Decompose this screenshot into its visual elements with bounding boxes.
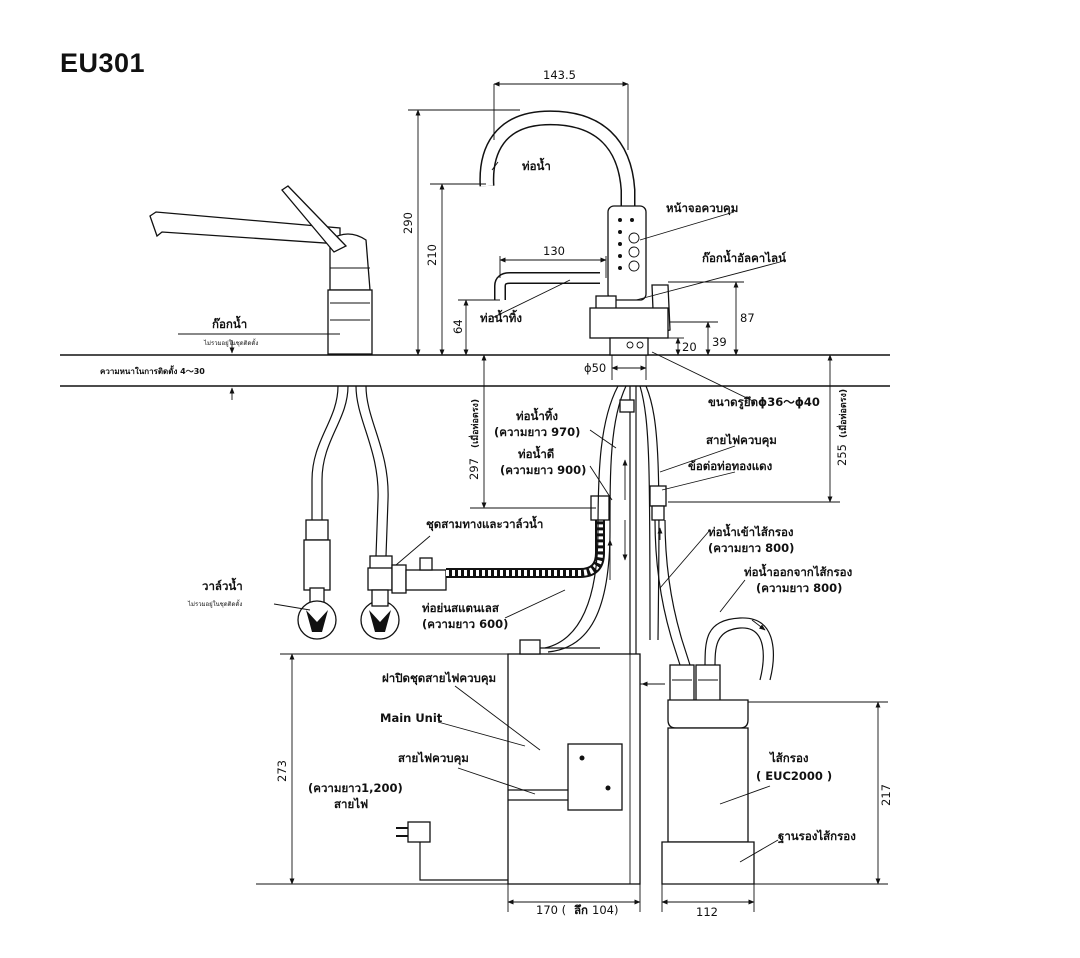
label-counter-thickness: ความหนาในการติดตั้ง 4～30	[100, 365, 205, 376]
label-tee-valve: ชุดสามทางและวาล์วน้ำ	[426, 515, 543, 532]
power-plug	[396, 821, 508, 881]
label-waste-hose-length: (ความยาว 970)	[494, 425, 580, 439]
label-control-panel: หน้าจอควบคุม	[666, 201, 738, 216]
label-flex-hose: ท่อย่นสแตนเลส	[422, 601, 500, 615]
dim-straight-note-2: (เมื่อท่อตรง)	[836, 389, 849, 438]
alkaline-faucet	[479, 110, 671, 356]
label-clean-hose-length: (ความยาว 900)	[500, 463, 586, 477]
dimension-lines	[256, 81, 888, 912]
dim-unit-width: 170 (	[536, 903, 566, 917]
dim-unit-depth: 104)	[592, 903, 618, 917]
label-filter-model: ( EUC2000 )	[756, 769, 832, 783]
dim-faucet-39: 39	[712, 335, 727, 349]
filter-cartridge	[661, 664, 755, 885]
dim-spout-reach: 143.5	[543, 68, 576, 82]
labels: ท่อน้ำ หน้าจอควบคุม ก๊อกน้ำอัลคาไลน์ ท่อ…	[100, 157, 856, 844]
label-flex-hose-length: (ความยาว 600)	[422, 617, 508, 631]
label-filter-in: ท่อน้ำเข้าไส้กรอง	[708, 523, 794, 539]
label-filter-out-length: (ความยาว 800)	[756, 581, 842, 595]
leader-lines	[178, 161, 781, 863]
existing-faucet	[149, 185, 373, 355]
label-filter-in-length: (ความยาว 800)	[708, 541, 794, 555]
dim-unit-height: 273	[275, 760, 289, 782]
label-faucet-pipe: ท่อน้ำ	[522, 157, 551, 173]
label-control-cable-2: สายไฟควบคุม	[398, 751, 469, 766]
label-main-unit: Main Unit	[380, 711, 443, 725]
dim-faucet-87: 87	[740, 311, 755, 325]
dim-height-total: 290	[401, 212, 415, 234]
filter-out-loop	[704, 617, 774, 681]
dim-unit-depth-label: ลึก	[574, 903, 588, 917]
label-power-cord: สายไฟ	[334, 797, 368, 811]
dim-filter-width: 112	[696, 905, 718, 919]
dim-filter-height: 217	[879, 784, 893, 806]
dim-waste-height: 64	[451, 319, 465, 334]
label-clean-hose: ท่อน้ำดี	[518, 445, 554, 461]
label-copper-joint: ข้อต่อท่อทองแดง	[688, 459, 773, 473]
label-filter-base: ฐานรองไส้กรอง	[778, 829, 856, 844]
countertop	[60, 340, 890, 400]
label-filter: ไส้กรอง	[768, 751, 809, 765]
dimension-text: 143.5 290 210 130 64 87 39 20 ϕ50 297 (เ…	[275, 68, 893, 919]
label-power-length: (ความยาว1,200)	[308, 781, 403, 795]
label-hole-size: ขนาดรูยึดϕ36～ϕ40	[708, 395, 820, 410]
dim-waste-reach: 130	[543, 244, 565, 258]
label-cable-cover: ฝาปิดชุดสายไฟควบคุม	[382, 671, 496, 686]
label-water-valve-note: ไม่รวมอยู่ในชุดติดตั้ง	[187, 598, 242, 608]
dim-below-297: 297	[467, 458, 481, 480]
dim-height-spout: 210	[425, 244, 439, 266]
model-title: EU301	[60, 48, 146, 78]
dim-straight-note-1: (เมื่อท่อตรง)	[468, 399, 481, 448]
label-filter-out: ท่อน้ำออกจากไส้กรอง	[744, 563, 853, 579]
alkaline-hoses	[544, 385, 691, 666]
water-valves	[297, 567, 400, 640]
label-existing-faucet: ก๊อกน้ำ	[212, 315, 247, 331]
label-waste-hose: ท่อน้ำทิ้ง	[516, 407, 558, 423]
label-water-valve: วาล์วน้ำ	[202, 577, 243, 593]
main-unit	[507, 639, 665, 885]
label-waste-pipe: ท่อน้ำทิ้ง	[480, 309, 522, 325]
dim-faucet-20: 20	[682, 340, 697, 354]
label-alkaline-faucet: ก๊อกน้ำอัลคาไลน์	[702, 249, 786, 265]
dim-base-dia: ϕ50	[584, 361, 606, 375]
tee-and-flex-hose	[391, 495, 610, 594]
label-control-cable: สายไฟควบคุม	[706, 433, 777, 448]
dim-below-255: 255	[835, 444, 849, 466]
label-existing-faucet-note: ไม่รวมอยู่ในชุดติดตั้ง	[203, 337, 258, 347]
